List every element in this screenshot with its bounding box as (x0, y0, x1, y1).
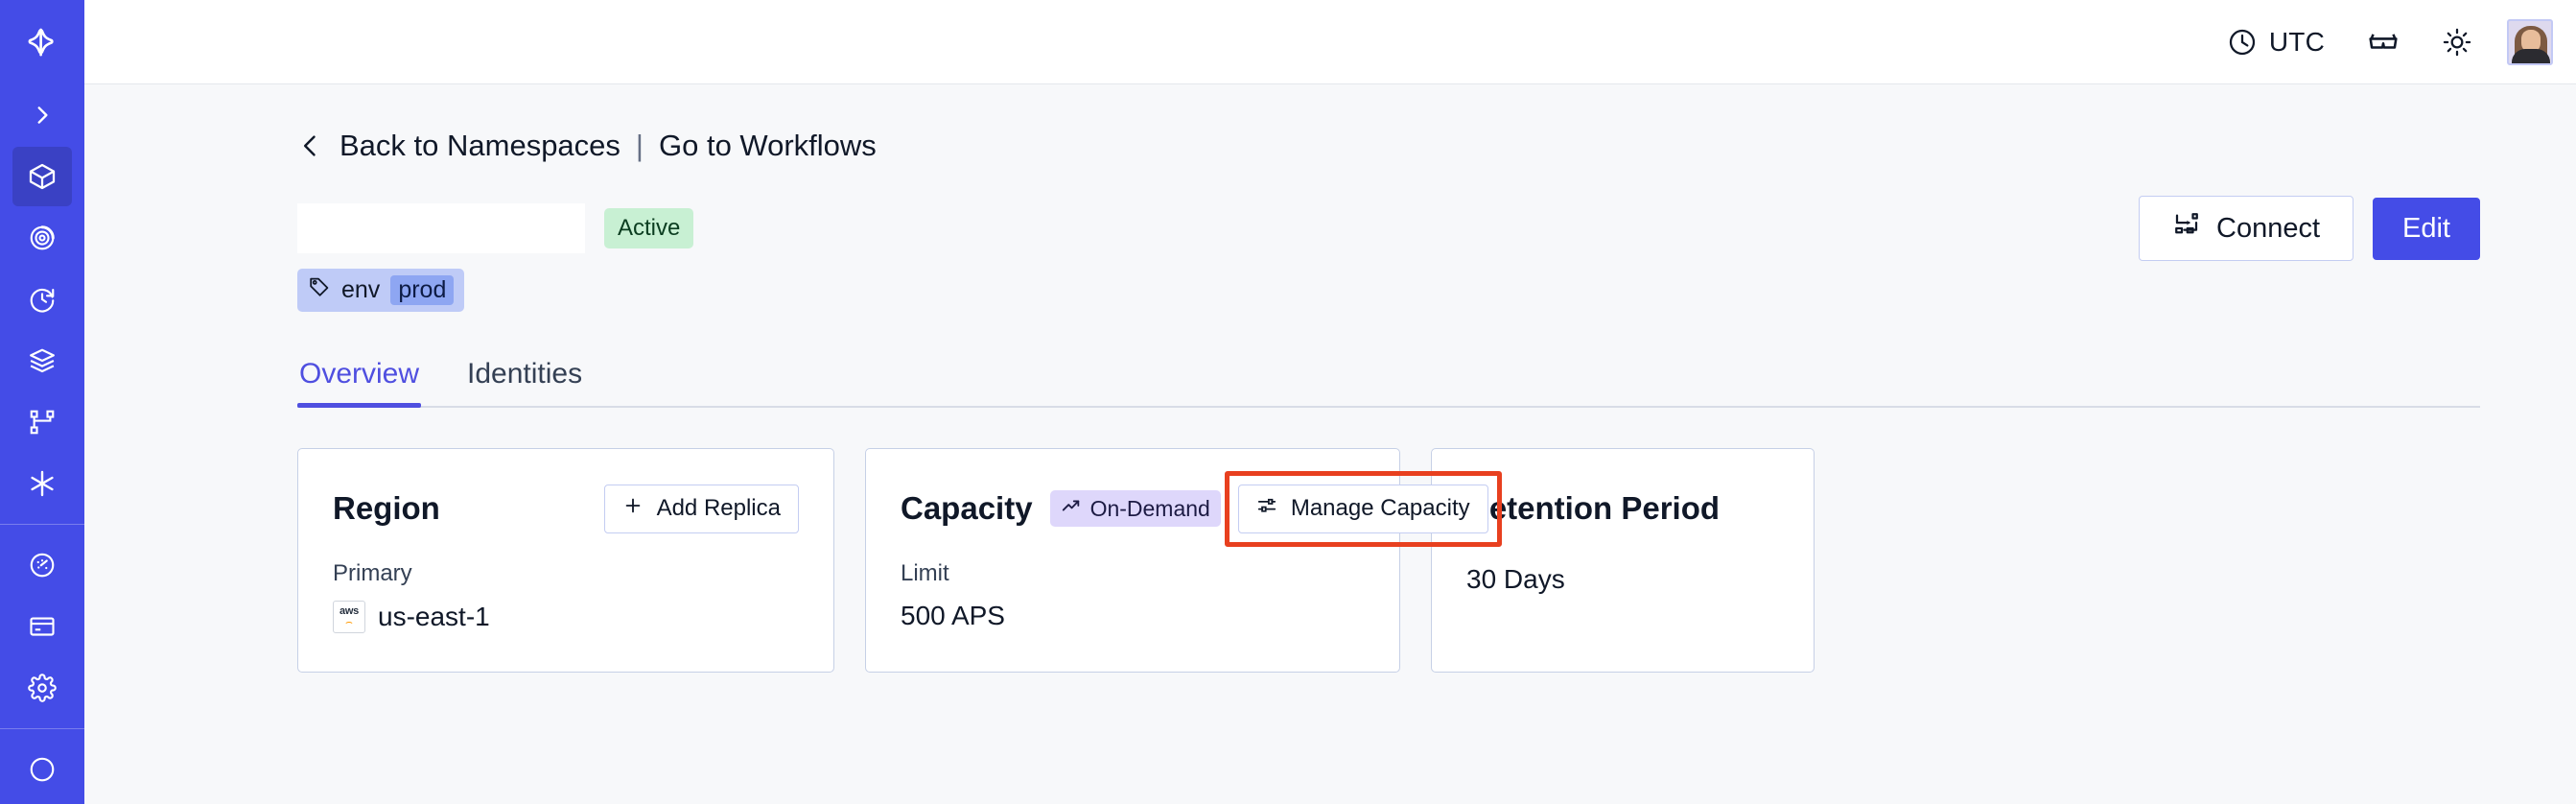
sidebar-item-workflows[interactable] (12, 208, 72, 268)
breadcrumb-back-to-namespaces[interactable]: Back to Namespaces (340, 129, 621, 162)
sidebar-item-billing[interactable] (12, 597, 72, 656)
sidebar-item-nexus[interactable] (12, 392, 72, 452)
breadcrumb: Back to Namespaces | Go to Workflows (297, 129, 2480, 163)
region-card: Region Add Replica Primary (297, 448, 834, 673)
edit-button-label: Edit (2402, 212, 2450, 244)
cube-icon (27, 161, 58, 192)
tag-icon (308, 275, 331, 305)
sliders-icon (1256, 495, 1277, 523)
capacity-card-header: Capacity On-Demand (901, 470, 1502, 547)
overview-cards: Region Add Replica Primary (297, 448, 2480, 673)
page-content: Back to Namespaces | Go to Workflows Act… (84, 84, 2576, 804)
sidebar-divider-1 (0, 524, 84, 525)
aws-logo-text: aws (340, 605, 359, 617)
region-card-header: Region Add Replica (333, 482, 799, 535)
edit-button[interactable]: Edit (2373, 197, 2480, 260)
tag-key: env (341, 276, 381, 303)
tag-row: env prod (297, 269, 2480, 312)
gauge-icon (28, 551, 57, 579)
manage-capacity-highlight-wrapper: Manage Capacity (1224, 470, 1502, 547)
readonly-toggle[interactable] (2346, 17, 2421, 67)
region-card-actions: Add Replica (603, 484, 799, 533)
retention-card-title: Retention Period (1466, 490, 1721, 526)
connect-flow-icon (2172, 210, 2201, 247)
sidebar-item-namespaces[interactable] (12, 147, 72, 206)
clock-icon (2227, 27, 2258, 58)
temporal-logo-icon[interactable] (0, 0, 84, 84)
workflow-graph-icon (28, 408, 57, 437)
tab-bar: Overview Identities (297, 354, 2480, 408)
chevron-left-icon[interactable] (297, 130, 324, 161)
avatar[interactable] (2507, 18, 2553, 65)
page-title (297, 203, 585, 253)
capacity-card: Capacity On-Demand (865, 448, 1502, 673)
timezone-label: UTC (2268, 26, 2325, 57)
breadcrumb-separator: | (635, 129, 644, 162)
aws-logo-icon: aws ⌢ (333, 601, 365, 633)
gear-icon (28, 674, 57, 702)
breadcrumb-go-to-workflows[interactable]: Go to Workflows (658, 129, 877, 162)
region-value: us-east-1 (378, 602, 490, 631)
sidebar-divider-2 (0, 728, 84, 729)
trending-up-icon (1061, 495, 1082, 522)
sidebar-item-settings[interactable] (12, 658, 72, 718)
capacity-mode-badge: On-Demand (1049, 490, 1221, 527)
namespace-header: Active (297, 196, 2480, 261)
add-replica-label: Add Replica (656, 495, 781, 521)
glasses-icon (2367, 26, 2400, 59)
sidebar-item-schedules[interactable] (12, 270, 72, 329)
capacity-limit-value: 500 APS (901, 601, 1005, 630)
avatar-body (2512, 48, 2550, 63)
retention-card-header: Retention Period (1466, 482, 1779, 535)
top-bar: UTC (84, 0, 2576, 84)
aws-logo-smile: ⌢ (345, 615, 353, 628)
header-actions: Connect Edit (2139, 196, 2480, 261)
theme-toggle[interactable] (2421, 17, 2494, 67)
sidebar-item-expand-sidebar[interactable] (12, 85, 72, 145)
retention-card: Retention Period 30 Days (1431, 448, 1815, 673)
region-primary-label: Primary (333, 560, 412, 586)
region-card-title: Region (333, 490, 440, 526)
timer-icon (28, 285, 57, 314)
spiral-icon (28, 224, 57, 252)
card-icon (28, 612, 57, 641)
status-badge: Active (604, 208, 694, 248)
plus-icon (622, 495, 644, 523)
timezone-selector[interactable]: UTC (2206, 17, 2346, 67)
tab-overview[interactable]: Overview (297, 354, 422, 408)
tab-identities[interactable]: Identities (467, 358, 583, 390)
capacity-limit-label: Limit (901, 560, 949, 586)
sidebar (0, 0, 84, 804)
main-region: UTC (84, 0, 2576, 804)
region-primary-value-row: aws ⌢ us-east-1 (333, 601, 799, 633)
tag-value: prod (390, 275, 455, 305)
asterisk-icon (27, 468, 58, 499)
sidebar-item-usage[interactable] (12, 535, 72, 595)
sidebar-item-batch-operations[interactable] (12, 331, 72, 390)
layers-icon (28, 346, 57, 375)
chevron-right-icon (30, 103, 55, 128)
retention-value: 30 Days (1466, 564, 1565, 594)
connect-button[interactable]: Connect (2139, 196, 2354, 261)
sidebar-item-help[interactable] (12, 740, 72, 799)
avatar-face (2521, 29, 2541, 53)
capacity-mode-label: On-Demand (1089, 495, 1210, 521)
connect-button-label: Connect (2216, 212, 2321, 244)
capacity-card-title: Capacity (901, 490, 1033, 526)
add-replica-button[interactable]: Add Replica (603, 484, 799, 533)
manage-capacity-label: Manage Capacity (1290, 495, 1470, 521)
help-circle-icon (28, 755, 57, 784)
manage-capacity-button[interactable]: Manage Capacity (1237, 484, 1488, 533)
capacity-card-actions: Manage Capacity (1224, 470, 1502, 547)
namespace-tag[interactable]: env prod (297, 269, 465, 312)
sun-icon (2442, 27, 2472, 58)
sidebar-item-integrations[interactable] (12, 454, 72, 513)
